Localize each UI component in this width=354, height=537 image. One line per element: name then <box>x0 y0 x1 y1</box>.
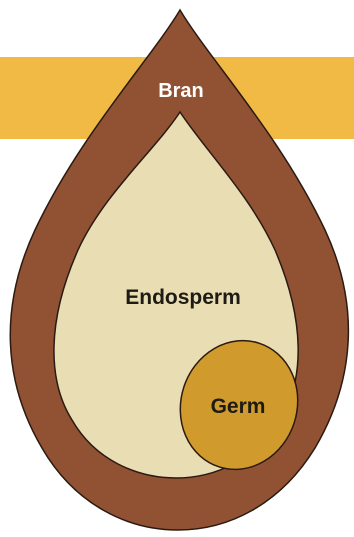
germ-label: Germ <box>211 395 266 418</box>
endosperm-label: Endosperm <box>125 286 241 309</box>
bran-label: Bran <box>158 80 204 102</box>
